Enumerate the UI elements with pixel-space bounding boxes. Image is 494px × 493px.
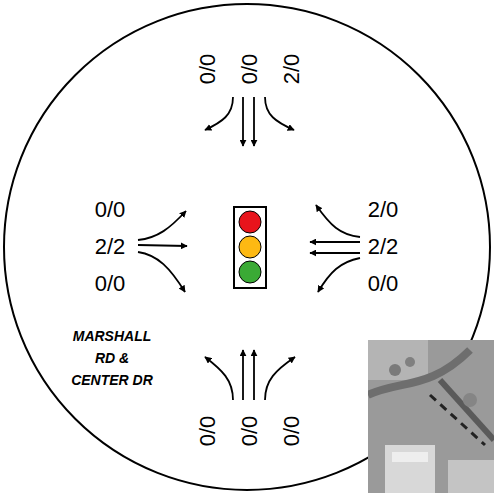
volume-label: 0/0 bbox=[281, 416, 303, 447]
traffic-signal bbox=[234, 207, 266, 288]
volume-label: 2/0 bbox=[368, 199, 399, 221]
intersection-name: MARSHALL RD & CENTER DR bbox=[67, 325, 157, 391]
volume-label: 0/0 bbox=[239, 416, 261, 447]
movement-arrows bbox=[138, 97, 360, 400]
volume-label: 2/2 bbox=[368, 236, 399, 258]
aerial-photo bbox=[368, 340, 494, 493]
volume-label: 0/0 bbox=[368, 273, 399, 295]
volume-label: 0/0 bbox=[239, 54, 261, 85]
volume-label: 2/2 bbox=[95, 236, 126, 258]
volume-label: 0/0 bbox=[197, 54, 219, 85]
volume-label: 2/0 bbox=[281, 54, 303, 85]
volume-label: 0/0 bbox=[95, 199, 126, 221]
volume-label: 0/0 bbox=[95, 273, 126, 295]
volume-label: 0/0 bbox=[197, 416, 219, 447]
